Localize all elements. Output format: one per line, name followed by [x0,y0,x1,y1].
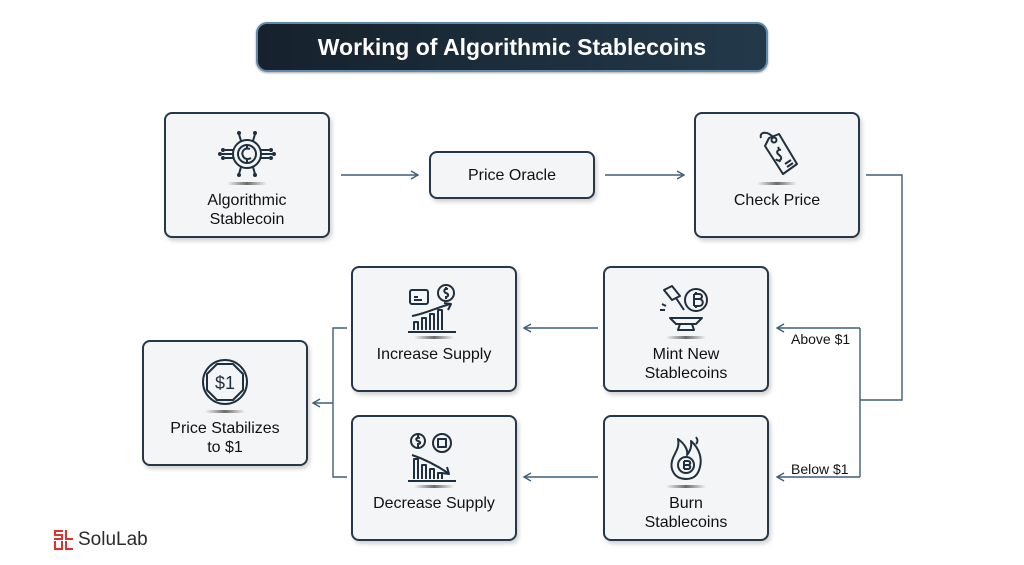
icon-underline [227,182,267,185]
branch-label-above: Above $1 [791,331,851,347]
icon-underline [666,485,706,488]
branch-label-below: Below $1 [791,461,849,477]
line-check-price-to-branch [860,174,903,401]
node-algorithmic-stablecoin: Algorithmic Stablecoin [164,112,330,238]
node-price-oracle: Price Oracle [429,151,595,199]
node-label: Price Oracle [467,166,556,184]
icon-underline [666,336,706,339]
node-burn-stablecoins: Burn Stablecoins [603,415,769,541]
minting-hammer-icon [660,285,708,331]
node-label: Increase Supply [376,346,492,363]
node-label: Mint New Stablecoins [644,346,728,382]
node-price-stabilizes: $1 Price Stabilizes to $1 [142,340,308,466]
burning-coin-icon [670,436,702,480]
brand-logo: SoluLab [54,527,148,553]
node-label: Price Stabilizes to $1 [170,420,280,456]
solulab-logo-icon [54,530,73,550]
node-label: Check Price [733,192,821,209]
node-mint-new-stablecoins: Mint New Stablecoins [603,266,769,392]
brand-name: SoluLab [78,529,148,550]
line-merge [332,327,347,478]
dollar-octagon-icon: $1 [202,359,248,405]
icon-underline [414,336,454,339]
node-label: Burn Stablecoins [644,495,728,531]
svg-text:$1: $1 [215,373,235,393]
icon-underline [757,182,797,185]
decline-chart-icon [408,433,456,482]
node-label: Decrease Supply [373,495,495,512]
diagram-title: Working of Algorithmic Stablecoins [256,22,768,72]
price-tag-icon [759,131,798,175]
node-check-price: Check Price [694,112,860,238]
node-label: Algorithmic Stablecoin [207,192,287,228]
node-decrease-supply: Decrease Supply [351,415,517,541]
coin-circuit-icon [218,131,276,177]
growth-chart-icon [408,284,456,333]
icon-underline [414,485,454,488]
node-increase-supply: Increase Supply [351,266,517,392]
icon-underline [205,410,245,413]
